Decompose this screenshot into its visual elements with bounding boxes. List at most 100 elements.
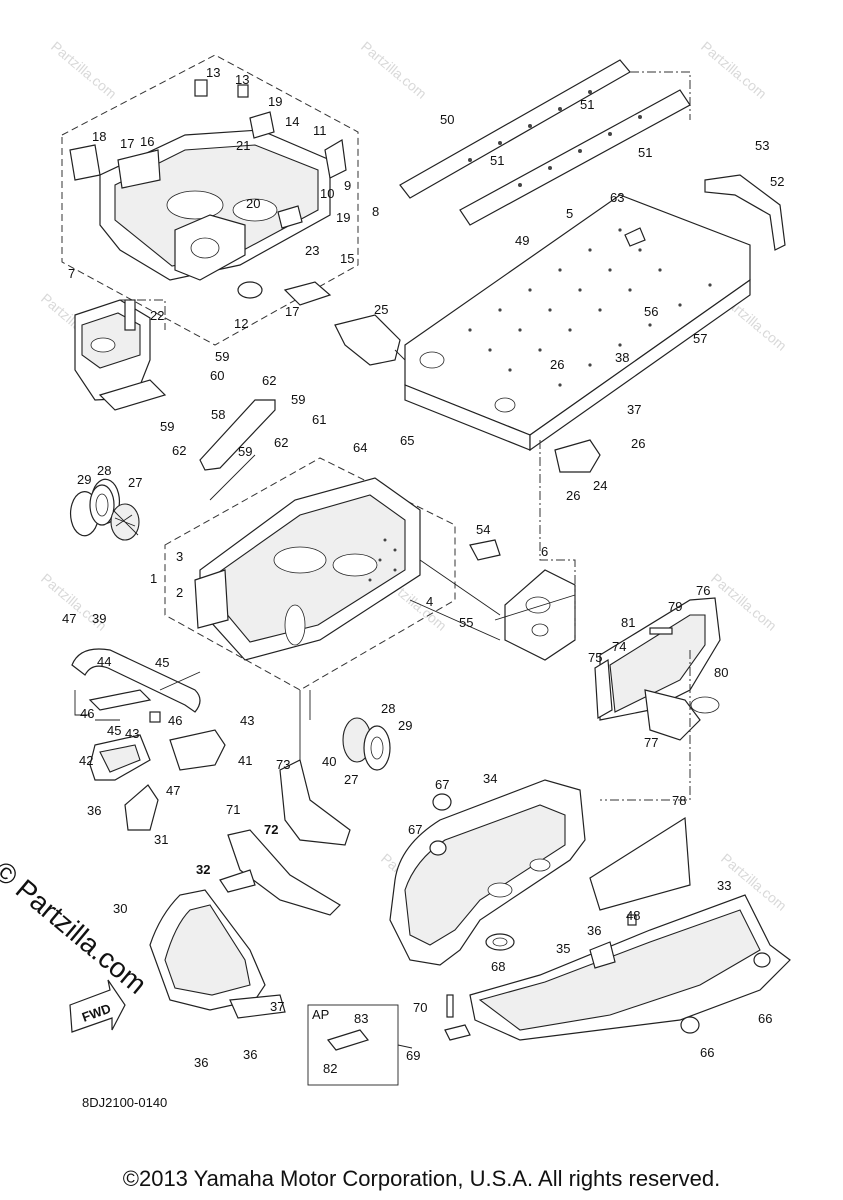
callout-63: 63: [610, 190, 624, 205]
callout-32: 32: [196, 862, 210, 877]
panel-34: [389, 779, 586, 966]
callout-30: 30: [113, 901, 127, 916]
callout-7: 7: [68, 266, 75, 281]
callout-26: 26: [550, 357, 564, 372]
callout-26: 26: [631, 436, 645, 451]
watermark-text: Partzilla.com: [698, 38, 770, 102]
callout-66: 66: [700, 1045, 714, 1060]
callout-36: 36: [194, 1055, 208, 1070]
callout-60: 60: [210, 368, 224, 383]
callout-39: 39: [92, 611, 106, 626]
plate-42: [89, 734, 151, 781]
callout-31: 31: [154, 832, 168, 847]
callout-6: 6: [541, 544, 548, 559]
callout-34: 34: [483, 771, 497, 786]
rails-49-51: [399, 59, 691, 226]
parts-69-70: [444, 994, 471, 1041]
diagram-code: 8DJ2100-0140: [82, 1095, 167, 1110]
callout-55: 55: [459, 615, 473, 630]
callout-11: 11: [313, 123, 327, 138]
callout-45: 45: [107, 723, 121, 738]
callout-27: 27: [128, 475, 142, 490]
callout-75: 75: [588, 650, 602, 665]
callout-74: 74: [612, 639, 626, 654]
callout-59: 59: [238, 444, 252, 459]
callout-54: 54: [476, 522, 490, 537]
callout-38: 38: [615, 350, 629, 365]
callout-53: 53: [755, 138, 769, 153]
callout-62: 62: [172, 443, 186, 458]
callout-82: 82: [323, 1061, 337, 1076]
callout-27: 27: [344, 772, 358, 787]
callout-20: 20: [246, 196, 260, 211]
bracket-31: [124, 784, 159, 831]
ap-label: AP: [312, 1007, 329, 1022]
callout-62: 62: [262, 373, 276, 388]
callout-76: 76: [696, 583, 710, 598]
watermark-text: Partzilla.com: [358, 38, 430, 102]
callout-59: 59: [215, 349, 229, 364]
callout-21: 21: [236, 138, 250, 153]
callout-72: 72: [264, 822, 278, 837]
callout-79: 79: [668, 599, 682, 614]
callout-18: 18: [92, 129, 106, 144]
callout-45: 45: [155, 655, 169, 670]
callout-37: 37: [270, 999, 284, 1014]
callout-40: 40: [322, 754, 336, 769]
callout-71: 71: [226, 802, 240, 817]
callout-48: 48: [626, 908, 640, 923]
panel-74-76: [594, 597, 721, 741]
callout-57: 57: [693, 331, 707, 346]
callout-78: 78: [672, 793, 686, 808]
callout-64: 64: [353, 440, 367, 455]
callout-67: 67: [408, 822, 422, 837]
callout-15: 15: [340, 251, 354, 266]
callout-62: 62: [274, 435, 288, 450]
callout-59: 59: [291, 392, 305, 407]
callout-80: 80: [714, 665, 728, 680]
callout-10: 10: [320, 186, 334, 201]
tunnel-5: [404, 194, 751, 452]
callout-51: 51: [580, 97, 594, 112]
callout-12: 12: [234, 316, 248, 331]
callout-51: 51: [638, 145, 652, 160]
callout-44: 44: [97, 654, 111, 669]
callout-13: 13: [206, 65, 220, 80]
callout-46: 46: [168, 713, 182, 728]
part-72-73: [219, 759, 351, 893]
panel-33-78: [469, 816, 791, 1041]
callout-73: 73: [276, 757, 290, 772]
callout-17: 17: [285, 304, 299, 319]
callout-41: 41: [238, 753, 252, 768]
callout-56: 56: [644, 304, 658, 319]
watermark-text: Partzilla.com: [708, 570, 780, 634]
callout-49: 49: [515, 233, 529, 248]
callout-77: 77: [644, 735, 658, 750]
callout-37: 37: [627, 402, 641, 417]
callout-33: 33: [717, 878, 731, 893]
callout-16: 16: [140, 134, 154, 149]
callout-17: 17: [120, 136, 134, 151]
callout-9: 9: [344, 178, 351, 193]
callout-23: 23: [305, 243, 319, 258]
callout-42: 42: [79, 753, 93, 768]
bracket-41: [169, 729, 226, 771]
callout-36: 36: [87, 803, 101, 818]
callout-50: 50: [440, 112, 454, 127]
watermark-text: Partzilla.com: [48, 38, 120, 102]
callout-5: 5: [566, 206, 573, 221]
callout-68: 68: [491, 959, 505, 974]
callout-1: 1: [150, 571, 157, 586]
callout-47: 47: [166, 783, 180, 798]
seal-27-28-right: [342, 717, 391, 771]
callouts: 1 2 3 4 5 6 7 8 9 10 11 12 13 13 14 15 1…: [62, 65, 784, 1110]
bumper-39: [71, 648, 201, 723]
bracket-25: [334, 314, 401, 366]
seal-27-28-left: [70, 478, 140, 541]
callout-61: 61: [312, 412, 326, 427]
callout-81: 81: [621, 615, 635, 630]
bracket-24: [554, 439, 601, 473]
callout-8: 8: [372, 204, 379, 219]
bracket-7: [74, 299, 167, 411]
callout-52: 52: [770, 174, 784, 189]
